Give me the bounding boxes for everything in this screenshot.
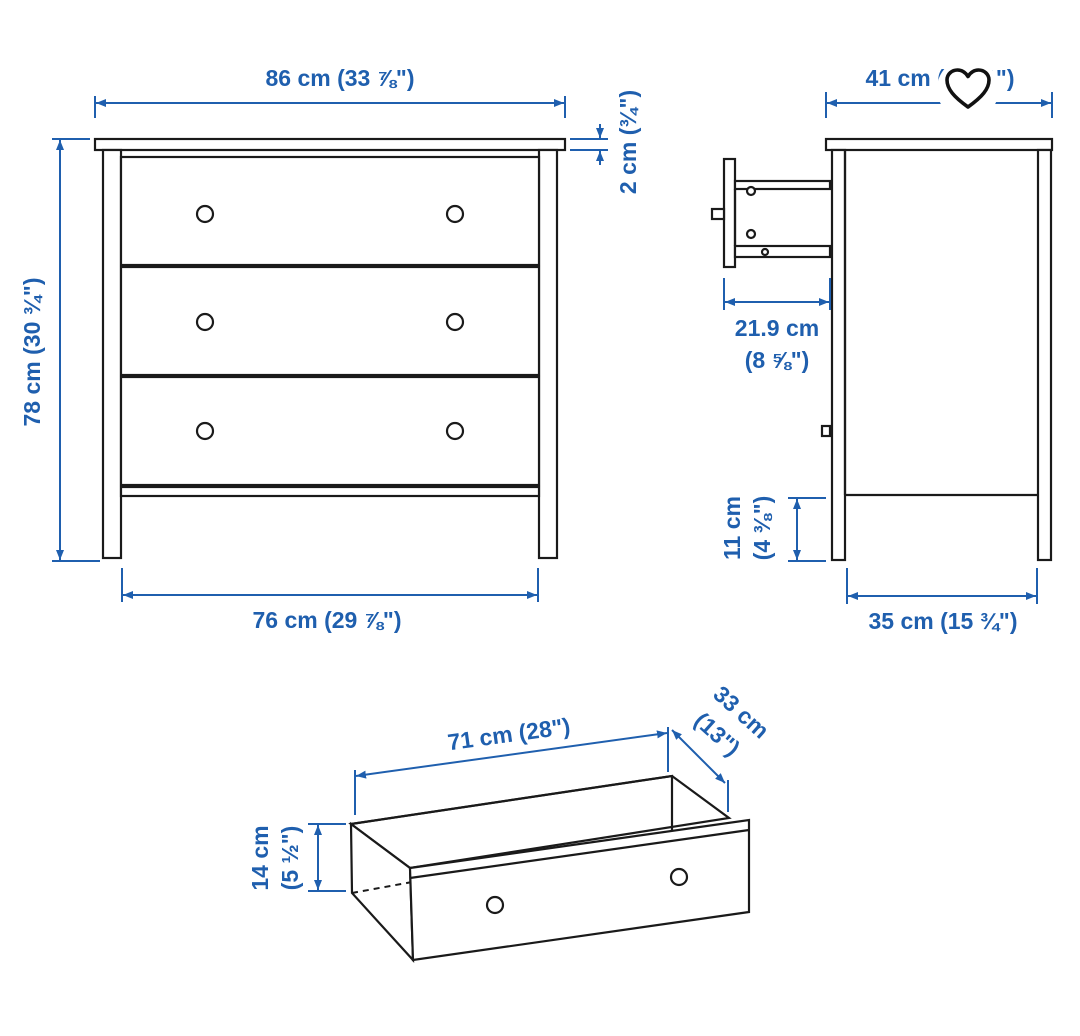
screw bbox=[745, 228, 757, 240]
top-thickness-label: 2 cm (¾") bbox=[615, 90, 641, 194]
knob bbox=[445, 312, 465, 332]
drawer-front-3 bbox=[119, 375, 541, 487]
leg-height-label: 11 cm bbox=[719, 496, 745, 560]
width-label: 86 cm (33 ⅞") bbox=[266, 65, 415, 91]
top-board bbox=[93, 137, 567, 152]
knob bbox=[445, 421, 465, 441]
side-view: 41 cm (16 ¼") 21.9 cm (8 ⅝") 11 cm (4 ⅜"… bbox=[710, 65, 1054, 634]
knob bbox=[195, 204, 215, 224]
inner-depth-label: 35 cm (15 ¾") bbox=[869, 608, 1018, 634]
screw bbox=[760, 247, 770, 257]
knob bbox=[195, 312, 215, 332]
drawer-front-top-edge bbox=[409, 828, 750, 880]
drawer-front-1 bbox=[119, 155, 541, 267]
bottom-rail bbox=[119, 485, 541, 498]
side-back-leg bbox=[1036, 148, 1053, 562]
leg-height-label-inches: (4 ⅜") bbox=[749, 496, 775, 561]
side-front-leg bbox=[830, 148, 847, 562]
drawer-front-panel bbox=[408, 818, 751, 962]
height-label: 78 cm (30 ¾") bbox=[19, 278, 45, 427]
drawer-knob bbox=[669, 867, 689, 887]
pulled-drawer-front bbox=[722, 157, 737, 269]
right-leg bbox=[537, 148, 559, 560]
drawer-depth-dimension-line bbox=[671, 729, 726, 784]
drawer-front-2 bbox=[119, 265, 541, 377]
pulled-drawer-knob bbox=[710, 207, 726, 221]
pulled-drawer-top bbox=[733, 179, 832, 191]
drawer-width-dimension-line bbox=[355, 730, 668, 779]
screw bbox=[745, 185, 757, 197]
heart-icon bbox=[945, 68, 991, 109]
drawer-knob bbox=[485, 895, 505, 915]
side-knob bbox=[820, 424, 832, 438]
left-leg bbox=[101, 148, 123, 560]
inner-width-label: 76 cm (29 ⅞") bbox=[253, 607, 402, 633]
front-view: 86 cm (33 ⅞") 2 cm (¾") 78 cm (30 ¾") 76… bbox=[19, 65, 641, 633]
drawer-height-label: 14 cm bbox=[247, 825, 273, 890]
drawer-pull-label-inches: (8 ⅝") bbox=[745, 347, 810, 373]
side-top-board bbox=[824, 137, 1054, 152]
pulled-drawer-bottom bbox=[733, 244, 832, 259]
drawer-view: 71 cm (28") 33 cm (13") 14 cm (5 ½") bbox=[247, 681, 774, 963]
knob bbox=[445, 204, 465, 224]
drawer-pull-label: 21.9 cm bbox=[735, 315, 819, 341]
knob bbox=[195, 421, 215, 441]
favorite-button[interactable] bbox=[937, 58, 999, 120]
drawer-height-label-inches: (5 ½") bbox=[277, 826, 303, 891]
